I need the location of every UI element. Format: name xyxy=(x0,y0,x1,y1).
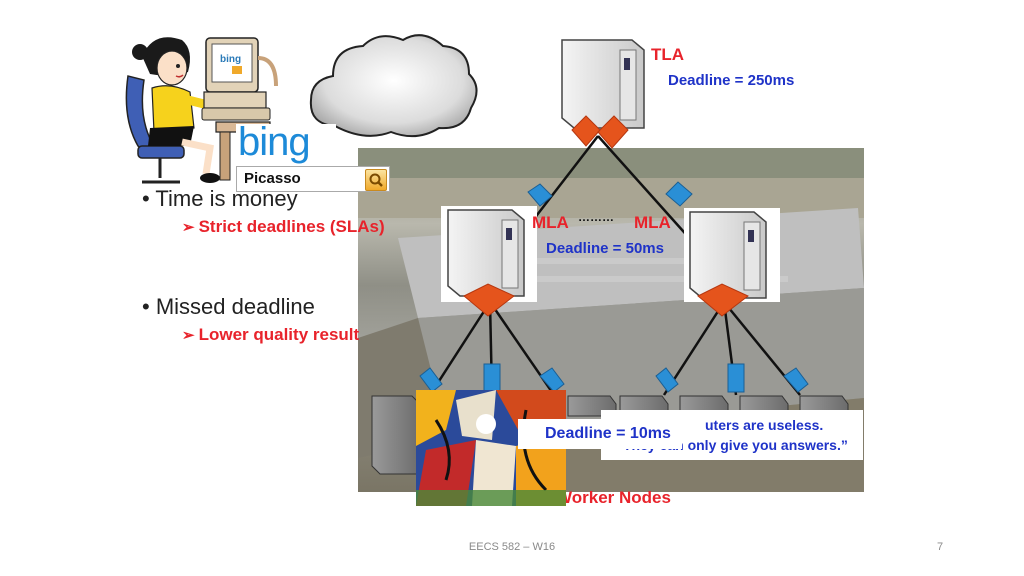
mla-left-label: MLA xyxy=(532,213,569,232)
worker-nodes-label: Worker Nodes xyxy=(566,488,671,507)
tla-server-icon xyxy=(561,39,645,129)
bing-search-box[interactable]: Picasso xyxy=(236,166,390,192)
cloud-icon xyxy=(309,34,478,138)
footer-course: EECS 582 – W16 xyxy=(468,541,556,553)
worker-deadline: Deadline = 10ms xyxy=(545,425,671,442)
svg-text:bing: bing xyxy=(220,54,241,65)
mla-left-server-icon xyxy=(447,209,525,297)
quote-line-1: uters are useless. xyxy=(705,417,824,433)
arrow-bullet-icon: ➢ xyxy=(182,219,195,236)
mla-right-server-icon xyxy=(689,211,767,299)
page-number: 7 xyxy=(937,541,944,553)
mla-deadline: Deadline = 50ms xyxy=(546,240,664,257)
bullet-missed-deadline: • Missed deadline xyxy=(142,294,315,319)
bing-logo: bing xyxy=(236,120,336,166)
mla-right-label: MLA xyxy=(634,213,671,232)
tla-label: TLA xyxy=(651,45,685,64)
worker-deadline-box: Deadline = 10ms xyxy=(518,419,682,449)
worker-nodes-label-wrap: Worker Nodes xyxy=(566,488,696,510)
sub-bullet-lower-quality: ➢Lower quality result xyxy=(182,325,360,344)
arrow-bullet-icon: ➢ xyxy=(182,327,195,344)
tla-deadline: Deadline = 250ms xyxy=(668,72,795,89)
connector-red-icons xyxy=(463,115,749,317)
search-query-text: Picasso xyxy=(244,170,301,187)
sub-bullet-strict-deadlines: ➢Strict deadlines (SLAs) xyxy=(182,217,385,236)
connector-blue-icons xyxy=(419,181,809,393)
mla-ellipsis: ……… xyxy=(578,210,614,224)
magnifier-icon[interactable] xyxy=(365,169,387,191)
